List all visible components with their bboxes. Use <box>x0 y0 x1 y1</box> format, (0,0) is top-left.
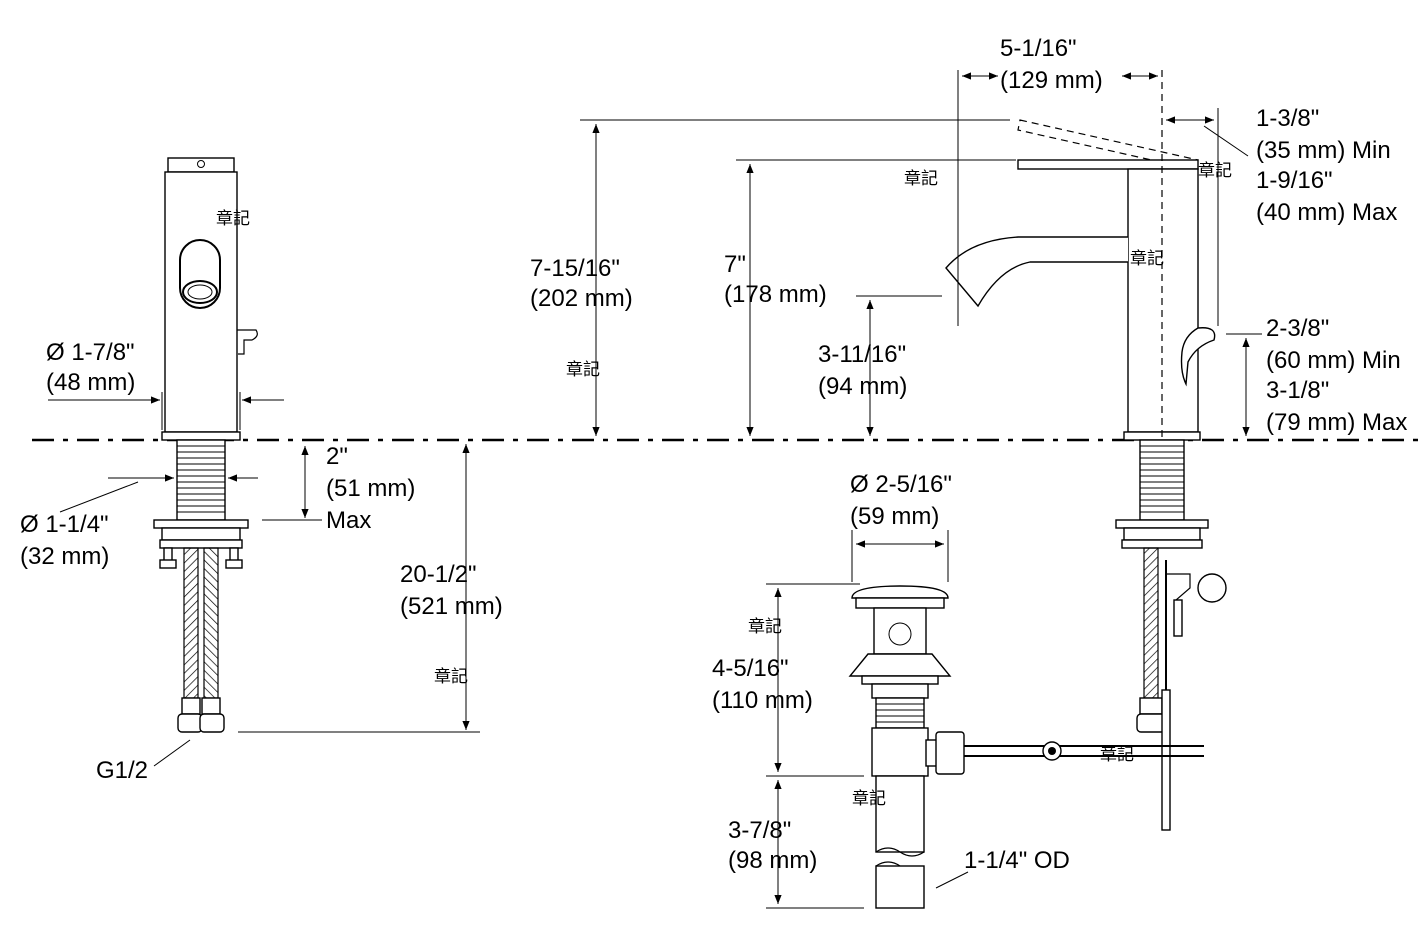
right-dimensions <box>580 70 1262 436</box>
body-diameter-metric: (48 mm) <box>46 369 135 396</box>
deck-thickness-note: Max <box>326 507 371 534</box>
spout-reach-imperial: 5-1/16" <box>1000 35 1077 62</box>
body-diameter-imperial: Ø 1-7/8" <box>46 339 135 366</box>
handle-offset-min-metric: (35 mm) Min <box>1256 137 1391 164</box>
handle-offset-max-metric: (40 mm) Max <box>1256 199 1397 226</box>
mark-8: 章記 <box>852 789 886 809</box>
outlet-height-metric: (94 mm) <box>818 373 907 400</box>
supply-length-metric: (521 mm) <box>400 593 503 620</box>
lever-height-max-metric: (79 mm) Max <box>1266 409 1407 436</box>
mark-4: 章記 <box>1198 161 1232 181</box>
deck-thickness-metric: (51 mm) <box>326 475 415 502</box>
connection-label: G1/2 <box>96 757 148 784</box>
lever-height-min-imperial: 2-3/8" <box>1266 315 1329 342</box>
flange-diameter-imperial: Ø 2-5/16" <box>850 471 952 498</box>
mark-9: 章記 <box>1100 745 1134 765</box>
mark-1: 章記 <box>216 209 250 229</box>
handle-offset-max-imperial: 1-9/16" <box>1256 167 1333 194</box>
drain-body-height-imperial: 4-5/16" <box>712 655 789 682</box>
mark-6: 章記 <box>434 667 468 687</box>
tail-length-imperial: 3-7/8" <box>728 817 791 844</box>
lever-height-max-imperial: 3-1/8" <box>1266 377 1329 404</box>
handle-offset-min-imperial: 1-3/8" <box>1256 105 1319 132</box>
drain-body-height-metric: (110 mm) <box>712 687 813 714</box>
lever-height-min-metric: (60 mm) Min <box>1266 347 1401 374</box>
spout-height-imperial: 7" <box>724 251 746 278</box>
tailpiece-label: 1-1/4" OD <box>964 847 1070 874</box>
outlet-height-imperial: 3-11/16" <box>818 341 906 368</box>
mark-7: 章記 <box>748 617 782 637</box>
mark-3: 章記 <box>904 169 938 189</box>
mark-2: 章記 <box>566 360 600 380</box>
faucet-front-view <box>153 157 258 733</box>
spout-reach-metric: (129 mm) <box>1000 67 1103 94</box>
mark-5: 章記 <box>1130 249 1164 269</box>
overall-height-imperial: 7-15/16" <box>530 255 620 282</box>
deck-thickness-imperial: 2" <box>326 443 348 470</box>
spout-height-metric: (178 mm) <box>724 281 827 308</box>
shank-diameter-imperial: Ø 1-1/4" <box>20 511 109 538</box>
faucet-side-view <box>945 70 1227 831</box>
left-dimensions <box>48 392 480 767</box>
overall-height-metric: (202 mm) <box>530 285 633 312</box>
tail-length-metric: (98 mm) <box>728 847 817 874</box>
drain-dimensions <box>766 530 969 909</box>
drain-assembly <box>848 585 1204 909</box>
shank-diameter-metric: (32 mm) <box>20 543 109 570</box>
supply-length-imperial: 20-1/2" <box>400 561 477 588</box>
flange-diameter-metric: (59 mm) <box>850 503 939 530</box>
